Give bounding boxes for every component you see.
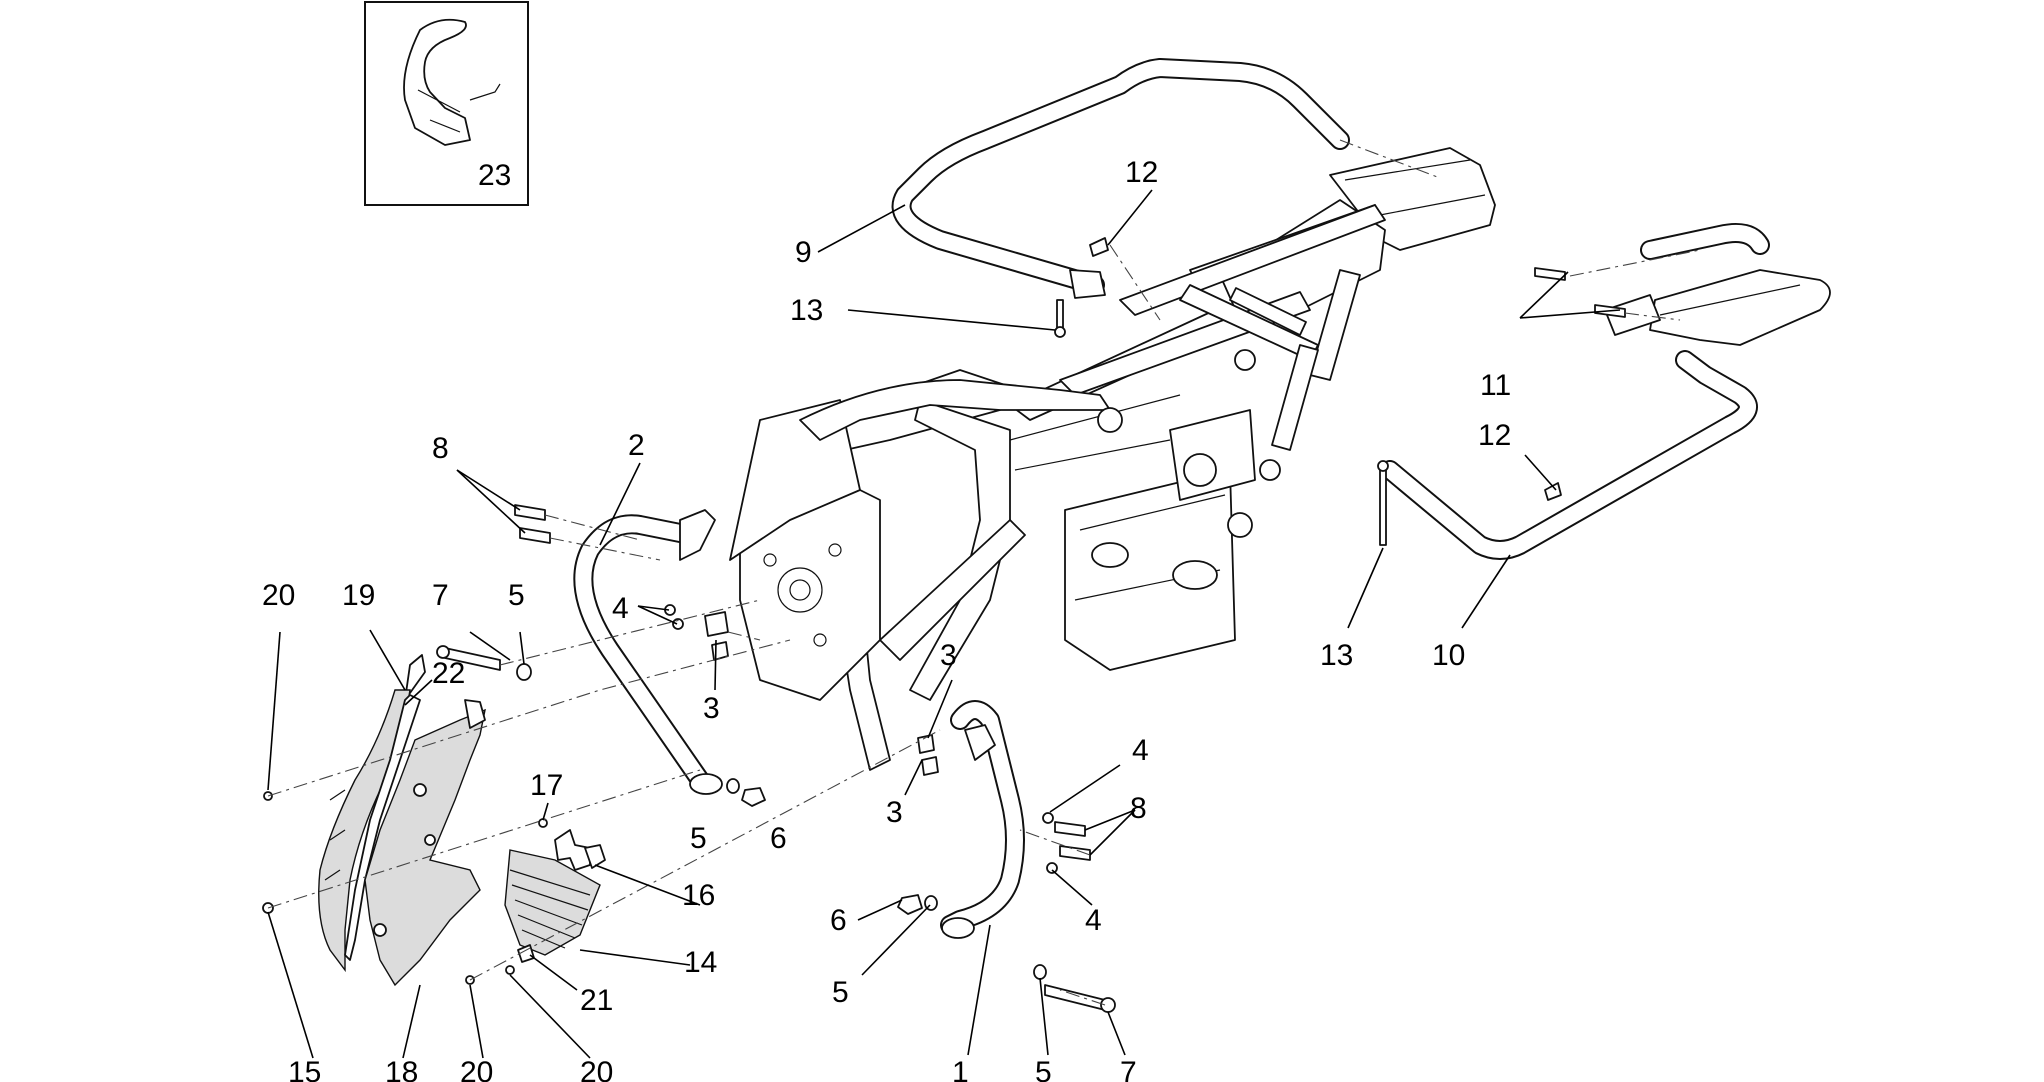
callout-4-left: 4 — [612, 592, 629, 625]
callout-4-right-lower: 4 — [1085, 904, 1102, 937]
callout-3-left: 3 — [703, 692, 720, 725]
callout-2: 2 — [628, 429, 645, 462]
part-14-grille — [504, 849, 601, 956]
assembly-lines — [267, 139, 1701, 1006]
callout-8-left: 8 — [432, 432, 449, 465]
callout-20-left: 20 — [262, 579, 295, 612]
main-frame — [729, 147, 1496, 771]
callout-20-middle: 20 — [460, 1056, 493, 1082]
callout-10: 10 — [1432, 639, 1465, 672]
callout-17: 17 — [530, 769, 563, 802]
leader-lines — [267, 189, 1621, 1059]
part-2-crash-bar-left — [573, 509, 723, 795]
callout-22: 22 — [432, 657, 465, 690]
inset-part-23 — [364, 1, 529, 206]
callout-9: 9 — [795, 236, 812, 269]
callout-15: 15 — [288, 1056, 321, 1082]
part-9-rear-loop — [891, 58, 1350, 299]
callout-19: 19 — [342, 579, 375, 612]
part-18-lower-panel — [364, 699, 486, 987]
callout-16: 16 — [682, 879, 715, 912]
callout-5-right: 5 — [832, 976, 849, 1009]
callout-20-right: 20 — [580, 1056, 613, 1082]
callout-6-middle: 6 — [770, 822, 787, 855]
callout-7-right: 7 — [1120, 1056, 1137, 1082]
callout-3-right-lower: 3 — [886, 796, 903, 829]
callout-13-upper: 13 — [790, 294, 823, 327]
callout-12-lower: 12 — [1478, 419, 1511, 452]
callout-23: 23 — [478, 159, 511, 192]
callout-14: 14 — [684, 946, 717, 979]
part-1-crash-bar-right — [940, 700, 1025, 939]
callout-3-right-upper: 3 — [940, 639, 957, 672]
part-16-bracket — [554, 829, 606, 871]
callout-7-left: 7 — [432, 579, 449, 612]
callout-6-right: 6 — [830, 904, 847, 937]
callout-5-middle: 5 — [690, 822, 707, 855]
part-22-side-trim — [344, 694, 421, 961]
callout-5-left: 5 — [508, 579, 525, 612]
callout-21: 21 — [580, 984, 613, 1017]
callout-18: 18 — [385, 1056, 418, 1082]
part-10-rear-loop-lower — [1380, 223, 1831, 560]
callout-labels: 23 9 12 13 11 12 13 10 8 2 20 19 7 5 4 2… — [262, 156, 1511, 1082]
callout-4-right-upper: 4 — [1132, 734, 1149, 767]
callout-12-upper: 12 — [1125, 156, 1158, 189]
callout-11: 11 — [1480, 369, 1511, 402]
callout-1: 1 — [952, 1056, 969, 1082]
callout-5-bottom: 5 — [1035, 1056, 1052, 1082]
callout-13-lower: 13 — [1320, 639, 1353, 672]
callout-8-right: 8 — [1130, 792, 1147, 825]
